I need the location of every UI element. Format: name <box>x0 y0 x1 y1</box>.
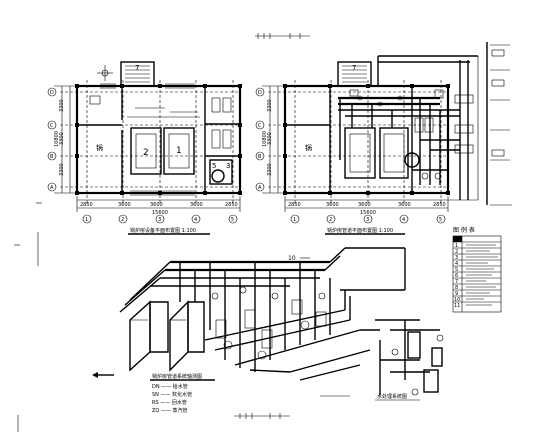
left-axis-row-a: A <box>50 185 54 191</box>
iso-caption: 锅炉房管道系统轴测图 <box>152 373 202 380</box>
left-axis-row-b: B <box>50 154 54 160</box>
left-dim-h-5: 2850 <box>225 202 238 208</box>
right-dim-v-total: 10800 <box>262 131 268 147</box>
legend-row-10: 10 <box>454 297 460 303</box>
left-room-label: 锅 <box>96 143 103 152</box>
left-equip-label-a: 2 <box>143 148 149 158</box>
water-treatment-detail: 水处理系统图 <box>375 319 444 401</box>
legend-row-11: 11 <box>454 303 460 309</box>
iso-label-10: 10 <box>288 255 296 262</box>
legend-title: 图 例 表 <box>453 226 475 234</box>
right-dim-v-2: 3300 <box>267 132 273 145</box>
right-dim-h-2: 3600 <box>326 202 339 208</box>
iso-note-1: DN —— 给水管 <box>152 383 188 390</box>
right-dim-h-3: 3600 <box>358 202 371 208</box>
left-dim-h-total: 15600 <box>152 210 168 216</box>
left-dim-h-2: 3600 <box>118 202 131 208</box>
legend-row-5: 5 <box>455 267 458 273</box>
left-axis-col-2: 2 <box>121 217 124 223</box>
left-floor-plan: 7 2 1 5 3 <box>47 61 242 235</box>
left-equip-label-c: 5 <box>212 162 216 170</box>
legend-row-6: 6 <box>455 273 458 279</box>
left-axis-col-4: 4 <box>194 217 197 223</box>
legend-row-3: 3 <box>455 255 458 261</box>
right-dim-v-3: 3300 <box>267 163 273 176</box>
left-dim-v-1: 3300 <box>59 99 65 112</box>
right-dim-h-4: 3600 <box>398 202 411 208</box>
right-dim-v-1: 3300 <box>267 99 273 112</box>
top-ruler <box>14 33 310 432</box>
left-equip-label-d: 3 <box>226 162 230 170</box>
left-dim-v-3: 3300 <box>59 163 65 176</box>
left-dim-h-4: 3600 <box>190 202 203 208</box>
left-stair-label: 7 <box>135 64 139 72</box>
left-axis-col-3: 3 <box>158 217 161 223</box>
left-axis-row-d: D <box>50 90 54 96</box>
right-axis-row-d: D <box>258 90 262 96</box>
right-axis-row-a: A <box>258 185 262 191</box>
iso-note-4: ZQ —— 蒸汽管 <box>152 407 188 414</box>
legend-row-7: 7 <box>455 279 458 285</box>
right-axis-row-c: C <box>258 123 262 129</box>
right-dim-h-1: 2850 <box>288 202 301 208</box>
right-axis-col-4: 4 <box>402 217 405 223</box>
left-axis-col-5: 5 <box>231 217 234 223</box>
left-axis-row-c: C <box>50 123 54 129</box>
legend-table: 图 例 表 1 2 3 4 5 6 7 8 9 10 11 <box>452 226 502 313</box>
legend-row-1: 1 <box>455 243 458 249</box>
right-floor-plan: 7 <box>255 42 512 235</box>
right-axis-col-5: 5 <box>439 217 442 223</box>
legend-row-2: 2 <box>455 249 458 255</box>
left-equip-label-b: 1 <box>176 146 182 156</box>
isometric-piping-diagram: 10 <box>92 247 406 414</box>
legend-row-4: 4 <box>455 261 458 267</box>
left-dim-v-total: 10800 <box>54 131 60 147</box>
right-axis-col-3: 3 <box>366 217 369 223</box>
right-axis-col-2: 2 <box>329 217 332 223</box>
left-dim-h-1: 2850 <box>80 202 93 208</box>
legend-row-9: 9 <box>455 291 458 297</box>
legend-row-8: 8 <box>455 285 458 291</box>
right-dim-h-5: 2850 <box>433 202 446 208</box>
right-dim-h-total: 15600 <box>360 210 376 216</box>
right-axis-row-b: B <box>258 154 262 160</box>
left-plan-caption: 锅炉房设备平面布置图 1:100 <box>130 227 196 234</box>
detail-caption: 水处理系统图 <box>377 393 407 400</box>
left-dim-h-3: 3600 <box>150 202 163 208</box>
iso-note-2: SN —— 软化水管 <box>152 391 192 398</box>
right-stair-label: 7 <box>352 64 356 72</box>
left-dim-v-2: 3300 <box>59 132 65 145</box>
right-axis-col-1: 1 <box>293 217 296 223</box>
right-plan-caption: 锅炉房管道平面布置图 1:100 <box>327 227 393 234</box>
right-room-label: 锅 <box>305 143 312 152</box>
left-axis-col-1: 1 <box>85 217 88 223</box>
iso-note-3: RS —— 回水管 <box>152 399 187 406</box>
